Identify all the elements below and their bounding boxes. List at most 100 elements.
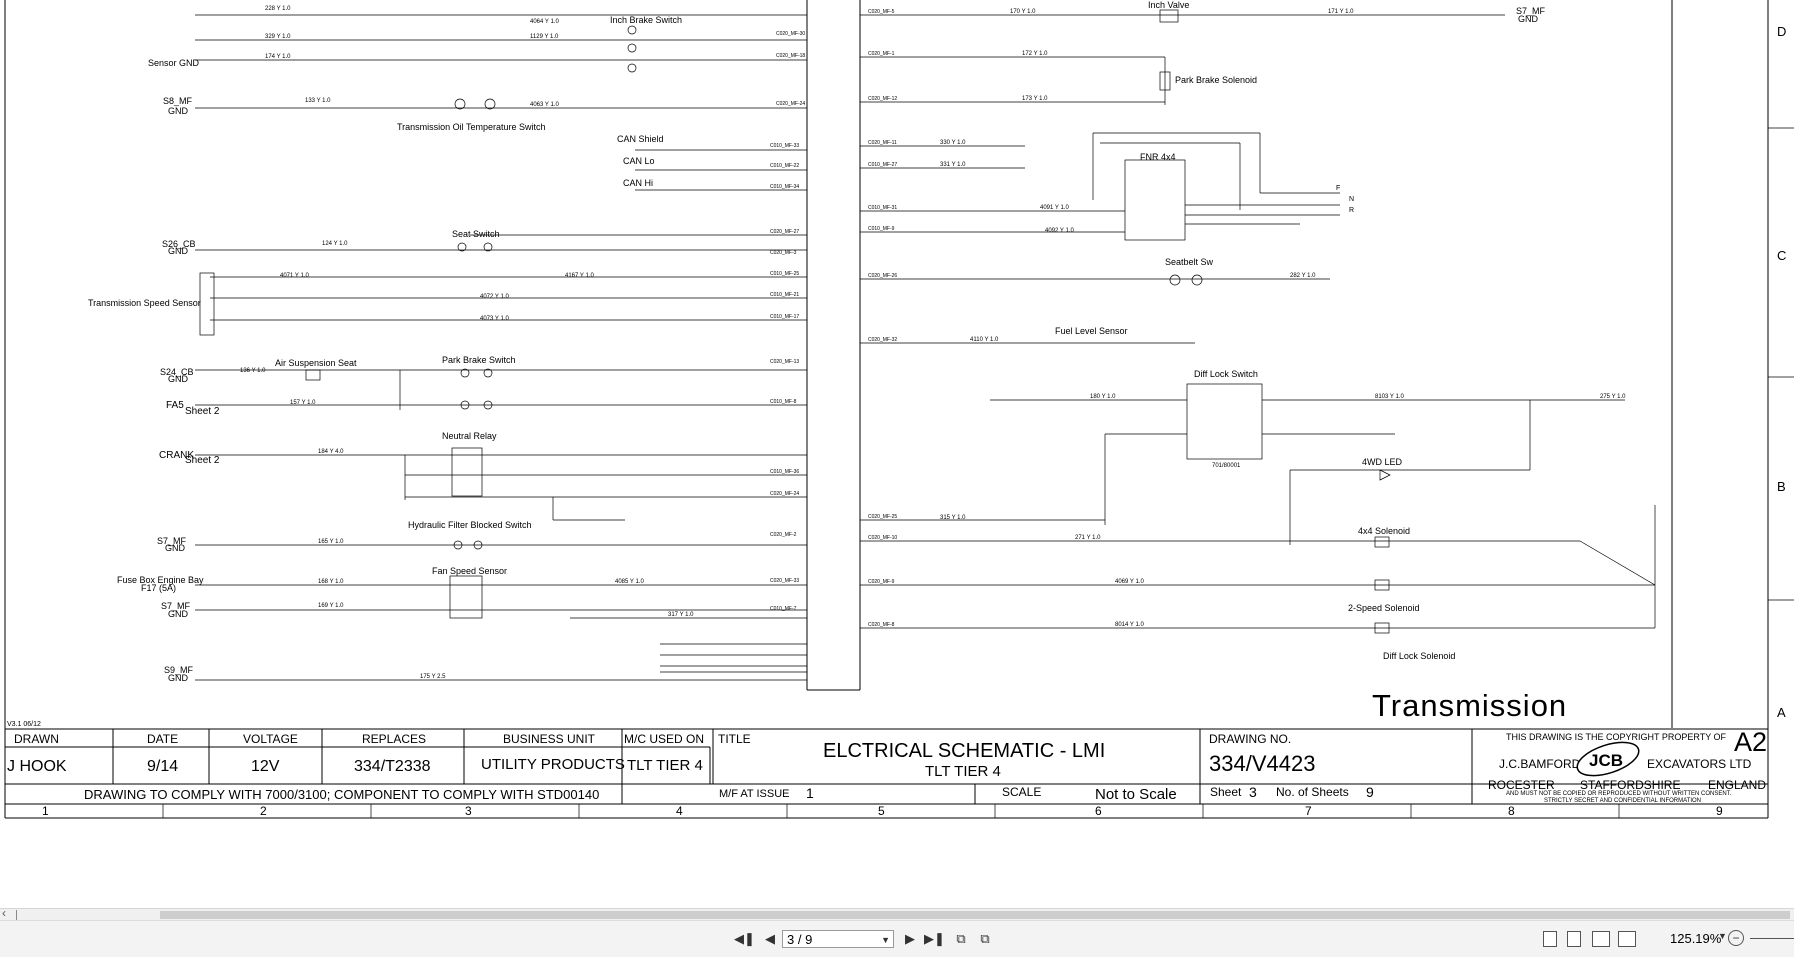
label-seat-switch: Seat Switch: [452, 229, 500, 239]
previous-view-icon[interactable]: ⧉: [956, 931, 966, 946]
wire-label: 170 Y 1.0: [1010, 9, 1036, 15]
wire-label: 165 Y 1.0: [318, 539, 344, 545]
connector-label: C010_MF-9: [868, 226, 895, 232]
label-f17: F17 (5A): [141, 583, 176, 593]
mc-used-on-value: TLT TIER 4: [627, 757, 703, 774]
label-s7-mf-2: S7_MF: [161, 601, 191, 611]
label-4x4-solenoid: 4x4 Solenoid: [1358, 526, 1410, 536]
title-block: [5, 728, 1768, 819]
wire-label: 133 Y 1.0: [305, 98, 331, 104]
zoom-level[interactable]: 125.19%: [1670, 931, 1722, 946]
right-wiring: [860, 9, 1656, 634]
address-3: ENGLAND: [1708, 778, 1766, 792]
drawing-subtitle: TLT TIER 4: [925, 763, 1001, 780]
label-s9-mf: S9_MF: [164, 665, 194, 675]
wire-label: 331 Y 1.0: [940, 162, 966, 168]
wire-label: 271 Y 1.0: [1075, 535, 1101, 541]
label-park-brake-switch: Park Brake Switch: [442, 355, 516, 365]
page-number-input[interactable]: 3 / 9 ▼: [782, 930, 894, 948]
zone-number-1: 1: [42, 804, 49, 818]
zone-letter-c: C: [1777, 248, 1786, 263]
label-fa5: FA5: [166, 400, 184, 411]
label-s8-mf: S8_MF: [163, 96, 193, 106]
scrollbar-thumb[interactable]: [160, 911, 1790, 919]
business-unit-value: UTILITY PRODUCTS: [481, 756, 625, 773]
replaces-label: REPLACES: [362, 732, 426, 746]
schematic-drawing: D C B A: [4, 0, 1794, 819]
connector-label: C020_MF-9: [868, 579, 895, 585]
wire-label: 1129 Y 1.0: [530, 34, 559, 40]
previous-page-icon[interactable]: ◀: [765, 931, 775, 946]
connector-label: C010_MF-31: [868, 205, 897, 211]
wire-label: 124 Y 1.0: [322, 241, 348, 247]
chevron-down-icon[interactable]: ▼: [881, 935, 890, 945]
last-page-icon[interactable]: ▶❚: [924, 931, 945, 946]
wire-label: 4110 Y 1.0: [970, 337, 999, 343]
zoom-out-icon[interactable]: −: [1728, 930, 1744, 946]
wire-label: 4064 Y 1.0: [530, 19, 559, 25]
label-park-brake-solenoid: Park Brake Solenoid: [1175, 75, 1257, 85]
continuous-facing-view-icon[interactable]: [1618, 931, 1636, 947]
next-view-icon[interactable]: ⧉: [980, 931, 990, 946]
label-diff-lock-switch: Diff Lock Switch: [1194, 369, 1258, 379]
facing-view-icon[interactable]: [1592, 931, 1610, 947]
voltage-value: 12V: [251, 758, 280, 775]
drawn-label: DRAWN: [14, 732, 59, 746]
sheet-value: 3: [1249, 784, 1257, 800]
zone-number-6: 6: [1095, 804, 1102, 818]
wire-label: 4069 Y 1.0: [1115, 579, 1144, 585]
wire-label: 315 Y 1.0: [940, 515, 966, 521]
drawn-value: J HOOK: [7, 758, 67, 775]
wire-label: 4085 Y 1.0: [615, 579, 644, 585]
document-viewport[interactable]: D C B A: [0, 0, 1794, 905]
connector-label: C020_MF-1: [868, 51, 895, 57]
zone-letter-b: B: [1777, 479, 1786, 494]
wire-label: 4072 Y 1.0: [480, 294, 509, 300]
label-air-suspension-seat: Air Suspension Seat: [275, 358, 357, 368]
label-r: R: [1349, 207, 1354, 214]
address-2: STAFFORDSHIRE: [1580, 778, 1680, 792]
scroll-left-icon[interactable]: ‹: [2, 906, 6, 920]
label-s26-cb: S26_CB: [162, 239, 196, 249]
wire-label: 180 Y 1.0: [1090, 394, 1116, 400]
label-can-hi: CAN Hi: [623, 178, 653, 188]
connector-label: C020_MF-11: [868, 140, 897, 146]
connector-label: C020_MF-24: [770, 491, 799, 497]
single-page-view-icon[interactable]: [1543, 931, 1557, 947]
connector-label: C010_MF-8: [770, 399, 797, 405]
no-sheets-label: No. of Sheets: [1276, 785, 1349, 799]
zone-letter-d: D: [1777, 24, 1786, 39]
label-fnr: FNR 4x4: [1140, 152, 1176, 162]
title-label: TITLE: [718, 732, 751, 746]
zoom-dropdown-icon[interactable]: ▼: [1718, 931, 1727, 941]
wire-label: 329 Y 1.0: [265, 34, 291, 40]
wire-label: 228 Y 1.0: [265, 6, 291, 12]
copyright-text: THIS DRAWING IS THE COPYRIGHT PROPERTY O…: [1506, 732, 1727, 742]
label-trans-speed-sensor: Transmission Speed Sensor: [88, 298, 201, 308]
zoom-slider[interactable]: [1750, 938, 1794, 939]
first-page-icon[interactable]: ◀❚: [734, 931, 755, 946]
label-fuse-box: Fuse Box Engine Bay: [117, 575, 204, 585]
horizontal-scrollbar[interactable]: ‹: [0, 906, 1794, 921]
zone-number-2: 2: [260, 804, 267, 818]
connector-label: C020_MF-27: [770, 229, 799, 235]
company-left: J.C.BAMFORD: [1499, 757, 1581, 771]
label-f: F: [1336, 185, 1340, 192]
label-s7-mf: S7_MF: [157, 536, 187, 546]
continuous-view-icon[interactable]: [1567, 931, 1581, 947]
comply-text: DRAWING TO COMPLY WITH 7000/3100; COMPON…: [84, 787, 599, 802]
label-crank: CRANK: [159, 450, 194, 461]
next-page-icon[interactable]: ▶: [905, 931, 915, 946]
notice-2: STRICTLY SECRET AND CONFIDENTIAL INFORMA…: [1544, 798, 1701, 804]
page-indicator: 3 / 9: [787, 932, 813, 947]
sheet-heading: Transmission: [1372, 688, 1567, 723]
zone-letter-a: A: [1777, 705, 1786, 720]
mc-used-on-label: M/C USED ON: [624, 732, 704, 746]
scale-label: SCALE: [1002, 785, 1041, 799]
zone-number-8: 8: [1508, 804, 1515, 818]
connector-label: C020_MF-10: [868, 535, 897, 541]
wire-label: 184 Y 4.0: [318, 449, 344, 455]
label-fuel-level-sensor: Fuel Level Sensor: [1055, 326, 1128, 336]
connector-label: C010_MF-36: [770, 469, 799, 475]
label-gnd-3: GND: [168, 374, 189, 384]
